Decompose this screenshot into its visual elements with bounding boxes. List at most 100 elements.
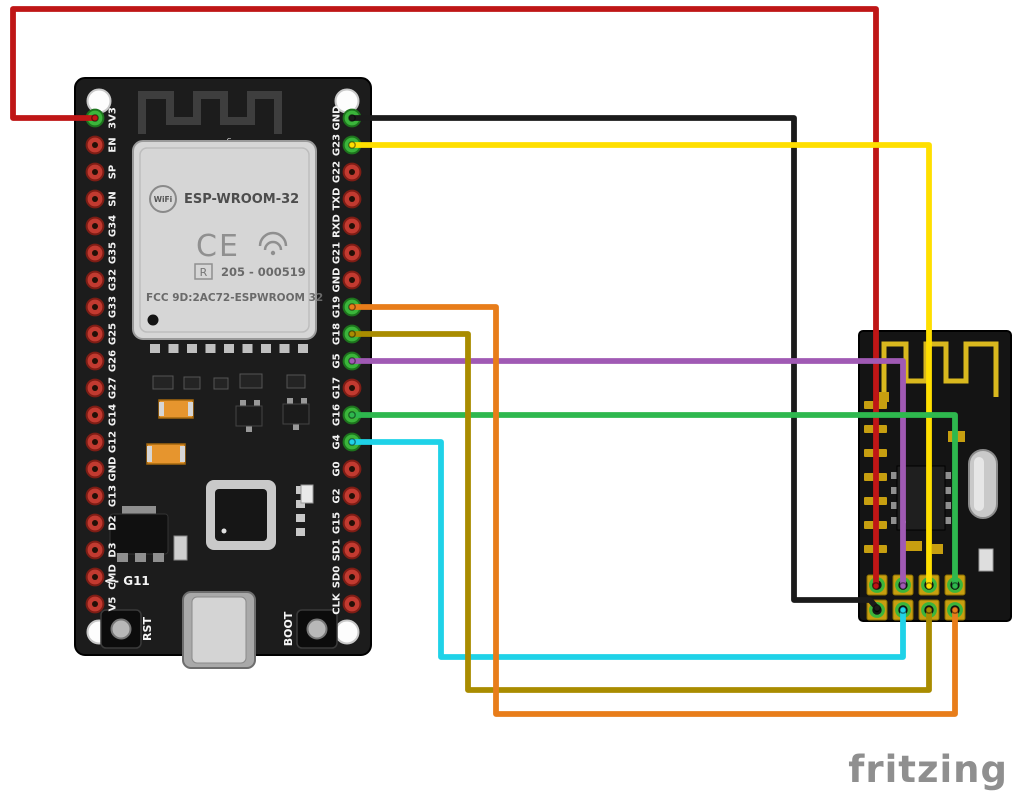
esp32-pin-g12-left [85, 432, 105, 452]
nrf-antenna-pad [879, 392, 889, 402]
nrf-solder-pad [877, 449, 887, 457]
esp32-left-pin-labels: 3V3ENSPSNG34G35G32G33G25G26G27G14G12GNDG… [108, 107, 119, 611]
led [300, 484, 314, 504]
wire-g19-signal[interactable] [348, 303, 959, 717]
nrf-solder-pad [877, 497, 887, 505]
wire-g5-signal[interactable] [348, 357, 907, 590]
esp32-pin-g2-right [342, 486, 362, 506]
nrf-solder-pad [864, 521, 874, 529]
esp32-pin-label-g4: G4 [332, 434, 343, 449]
esp32-pin-txd-right [342, 189, 362, 209]
esp32-pin-label-en: EN [108, 137, 119, 152]
esp32-pin-label-g19: G19 [332, 296, 343, 318]
esp32-pin-g33-left [85, 297, 105, 317]
esp32-pin-g13-left [85, 486, 105, 506]
esp32-pin-gnd-right [342, 270, 362, 290]
wire-endpoint [348, 438, 356, 446]
nrf-solder-pad [864, 449, 874, 457]
wire-g16-signal[interactable] [348, 411, 959, 590]
esp32-pin-g25-left [85, 324, 105, 344]
esp32-pin-label-g14: G14 [108, 404, 119, 426]
esp32-pin-g14-left [85, 405, 105, 425]
esp32-pin-g15-right [342, 513, 362, 533]
wire-endpoint [91, 114, 99, 122]
esp32-pin-label-g15: G15 [332, 512, 343, 534]
esp32-pin-label-d2: D2 [108, 515, 119, 530]
nrf-antenna-trace [881, 341, 999, 397]
wire-ground[interactable] [348, 114, 881, 612]
ce-mark: CE [196, 229, 240, 264]
esp32-pin-label-g13: G13 [108, 485, 119, 507]
crystal-oscillator [968, 449, 998, 519]
nrf-header-pins [866, 574, 966, 621]
wires-layer [10, 6, 959, 717]
esp32-pin-g27-left [85, 378, 105, 398]
wire-g18-signal[interactable] [348, 330, 933, 693]
esp32-pin-label-g18: G18 [332, 323, 343, 345]
nrf-solder-pad-grid [864, 401, 887, 553]
wire-g4-signal[interactable] [348, 438, 907, 660]
fcc-label: FCC 9D:2AC72-ESPWROOM 32 [146, 292, 323, 304]
boot-label: BOOT [282, 611, 295, 646]
esp32-pin-label-d3: D3 [108, 542, 119, 557]
wire-g23-signal[interactable] [348, 141, 933, 590]
wire-3v3-power[interactable] [10, 6, 880, 590]
wire-endpoint [348, 141, 356, 149]
shield-dot [147, 314, 159, 326]
esp32-pin-sp-left [85, 162, 105, 182]
esp32-pin-label-rxd: RXD [332, 214, 343, 238]
esp32-pin-label-clk: CLK [332, 592, 343, 615]
nrf-rf-chip [891, 465, 951, 531]
esp32-pin-label-g0: G0 [332, 461, 343, 476]
esp32-pin-label-sd0: SD0 [332, 566, 343, 589]
rst-button[interactable] [100, 609, 142, 649]
capacitor [158, 399, 194, 419]
wire-endpoint [951, 582, 959, 590]
nrf-solder-pad [877, 425, 887, 433]
wire-endpoint [348, 303, 356, 311]
esp32-pin-label-gnd: GND [332, 106, 343, 131]
esp32-pin-g32-left [85, 270, 105, 290]
r-box-letter: R [200, 266, 208, 279]
esp32-pin-label-g17: G17 [332, 377, 343, 399]
esp32-pin-label-sn: SN [108, 191, 119, 207]
boot-button[interactable] [296, 609, 338, 649]
esp32-pin-label-g25: G25 [108, 323, 119, 345]
nrf-solder-pad [864, 497, 874, 505]
mounting-hole [334, 619, 360, 645]
capacitor [173, 535, 188, 561]
esp-module-shield [132, 140, 317, 340]
esp32-pin-label-g5: G5 [332, 353, 343, 368]
esp32-pin-clk-right [342, 594, 362, 614]
esp32-pin-label-g21: G21 [332, 242, 343, 264]
transistor [235, 400, 263, 432]
esp32-pin-label-g27: G27 [108, 377, 119, 399]
esp32-right-pin-labels: GNDG23G22TXDRXDG21GNDG19G18G5G17G16G4G0G… [332, 106, 343, 615]
esp32-pin-en-left [85, 135, 105, 155]
wire-endpoint [899, 606, 907, 614]
esp32-pin-label-txd: TXD [332, 188, 343, 211]
wire-endpoint [348, 330, 356, 338]
esp32-pin-label-g35: G35 [108, 242, 119, 264]
wire-endpoint [951, 606, 959, 614]
esp32-pin-g17-right [342, 378, 362, 398]
usb-uart-chip [206, 480, 276, 550]
wire-endpoint [348, 357, 356, 365]
shield-inner-line [139, 147, 310, 333]
wifi-logo-text: WiFi [154, 195, 173, 204]
smd-components [152, 373, 306, 390]
voltage-regulator [109, 506, 169, 562]
esp32-right-pin-column [342, 108, 362, 614]
nrf-solder-pad [877, 521, 887, 529]
esp32-devkit-board[interactable]: c WiFi ESP-WROOM-32 CE R 205 - 000519 FC… [74, 77, 372, 669]
nrf-solder-pad [864, 425, 874, 433]
module-name-label: ESP-WROOM-32 [184, 192, 299, 207]
nrf-solder-pad [877, 401, 887, 409]
esp32-pin-label-v5: V5 [108, 597, 119, 612]
nrf24l01-module[interactable] [858, 330, 1012, 622]
esp32-pin-cmd-left [85, 567, 105, 587]
wire-endpoint [348, 411, 356, 419]
esp32-pin-g35-left [85, 243, 105, 263]
nrf-solder-pad [877, 473, 887, 481]
